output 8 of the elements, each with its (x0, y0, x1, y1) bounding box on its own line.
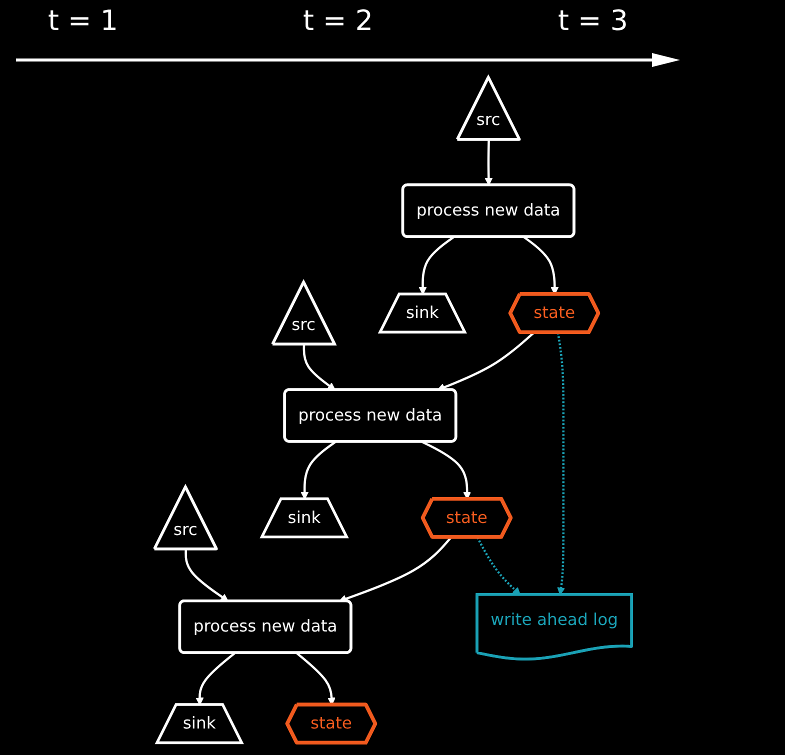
time-label: t = 1 (48, 4, 118, 37)
arrow (195, 652, 235, 706)
time-label: t = 3 (558, 4, 628, 37)
arrow (184, 549, 228, 602)
time-label: t = 2 (302, 4, 374, 37)
arrow (296, 652, 336, 706)
arrow (484, 140, 492, 186)
arrow (302, 344, 336, 390)
